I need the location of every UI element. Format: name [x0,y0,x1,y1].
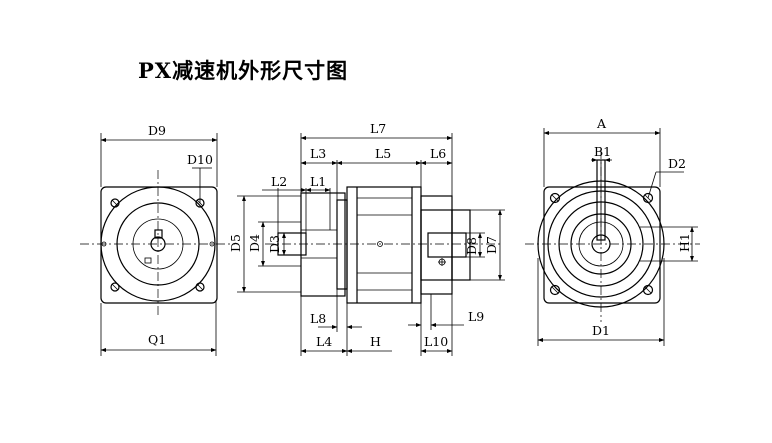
label-d8: D8 [464,237,479,255]
label-l10: L10 [424,334,448,349]
label-l8: L8 [310,311,326,326]
label-d1: D1 [592,323,610,338]
label-d2: D2 [668,156,686,171]
side-view: L7 L3 L5 L6 L2 L1 D5 D4 D3 D8 [228,121,505,356]
front-view: D9 D10 Q1 [80,123,235,356]
label-l5: L5 [375,146,391,161]
label-l9: L9 [468,309,484,324]
label-b1: B1 [594,144,611,159]
label-d3: D3 [267,235,282,253]
rear-view: A B1 D2 H1 D1 [525,116,700,346]
label-d4: D4 [247,234,262,252]
label-d5: D5 [228,234,243,252]
label-l7: L7 [370,121,386,136]
label-l6: L6 [430,146,446,161]
label-d9: D9 [148,123,166,138]
label-l4: L4 [316,334,332,349]
label-a: A [596,116,607,131]
drawing-title: PX减速机外形尺寸图 [138,58,349,83]
label-q1: Q1 [148,332,166,347]
label-l1: L1 [310,174,326,189]
label-d7: D7 [484,236,499,254]
label-d10: D10 [187,152,213,167]
label-l3: L3 [310,146,326,161]
label-h: H [370,334,381,349]
label-l2: L2 [271,174,287,189]
label-h1: H1 [677,233,692,252]
